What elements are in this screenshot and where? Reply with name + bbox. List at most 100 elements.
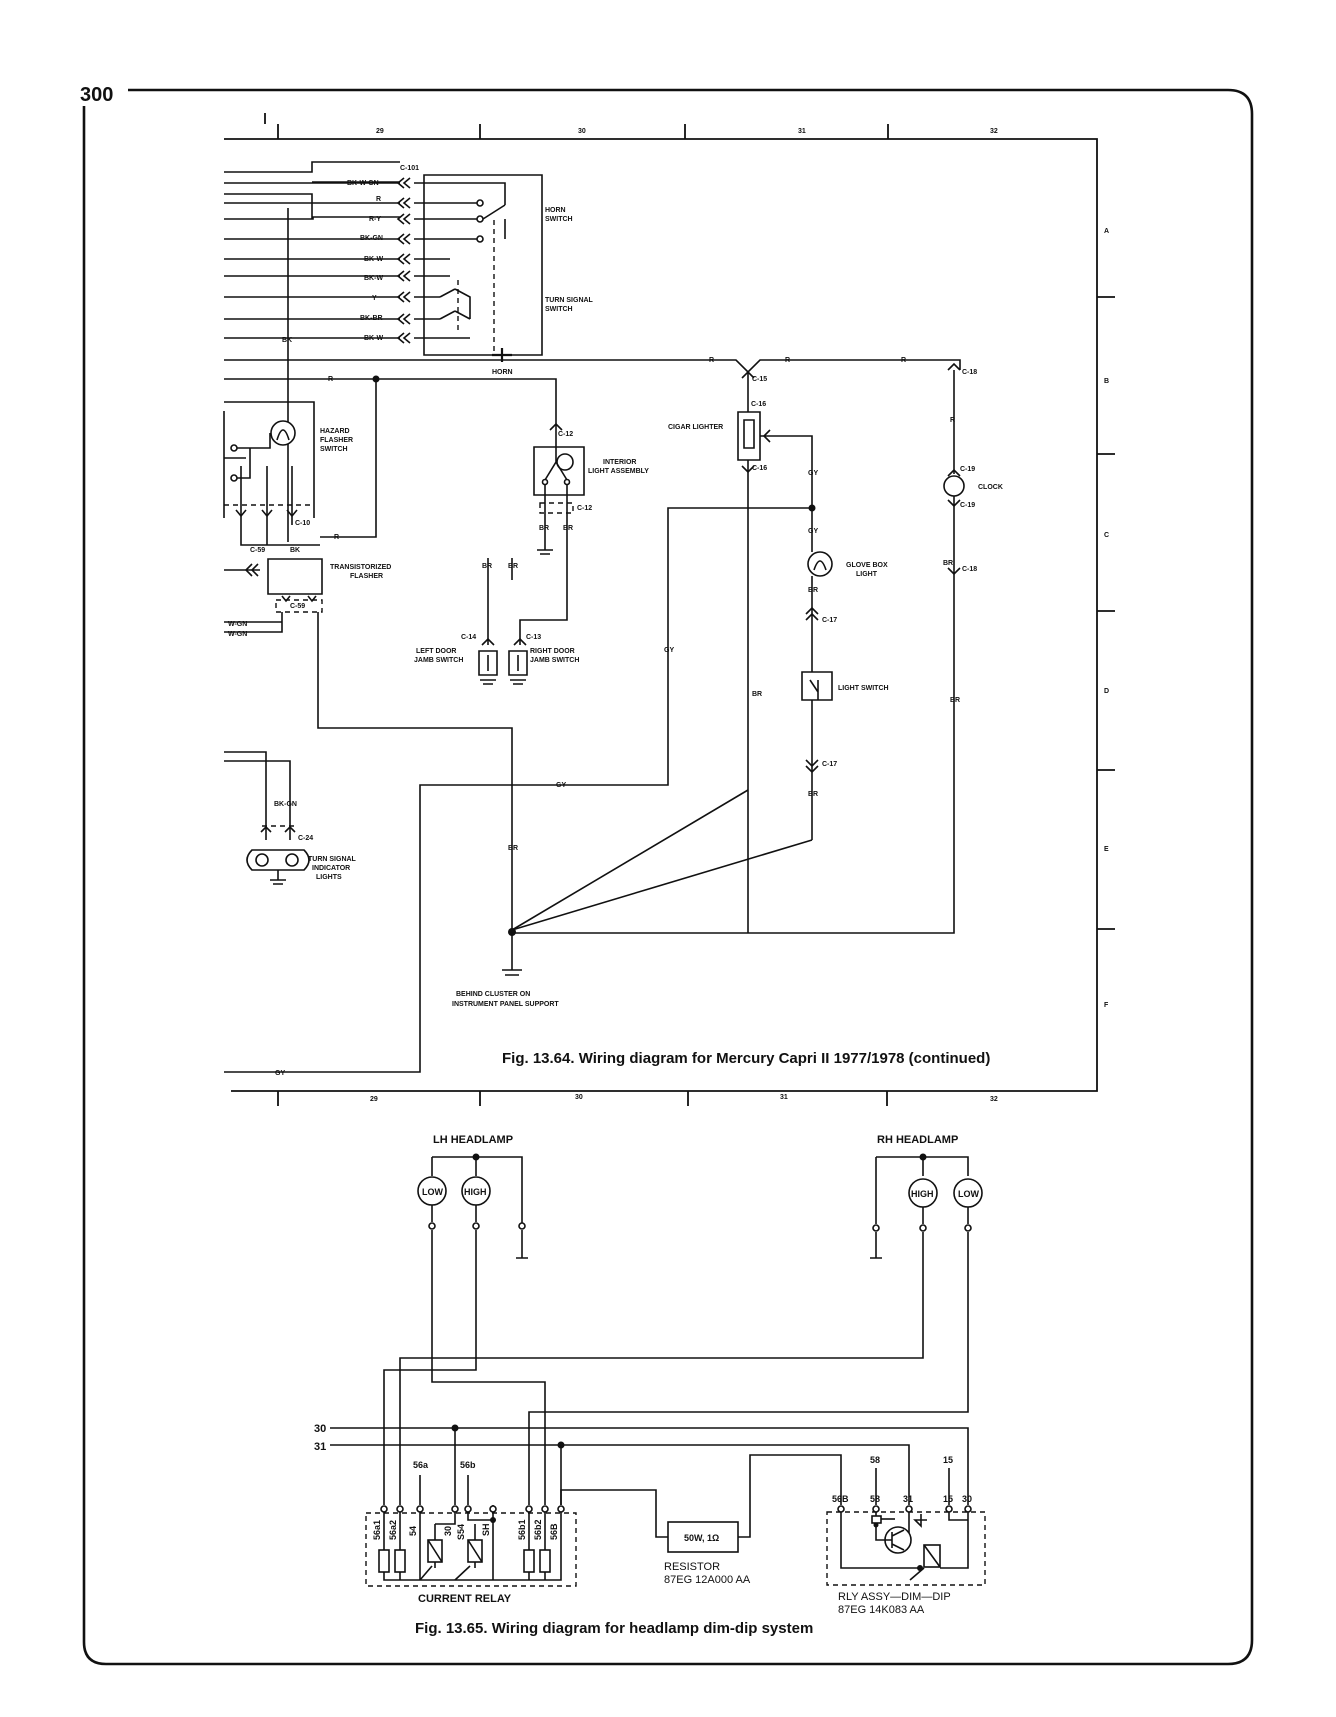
wire-wgn-2: W-GN xyxy=(228,631,247,638)
col-29-bottom: 29 xyxy=(370,1096,378,1103)
wire-bk-left: BK xyxy=(282,337,292,344)
relay-terminals xyxy=(380,1505,565,1513)
indicator-label-1: TURN SIGNAL xyxy=(308,856,357,863)
pin-56a2: 56a2 xyxy=(388,1520,398,1540)
wire-br-int-1: BR xyxy=(539,525,549,532)
connector-c13: C-13 xyxy=(526,634,541,641)
rh-low-label: LOW xyxy=(958,1189,979,1199)
fig-13-64-caption: Fig. 13.64. Wiring diagram for Mercury C… xyxy=(502,1050,990,1067)
wire-r-1: R xyxy=(376,196,381,203)
cigar-lighter: C-15 C-16 C-16 CIGAR LIGHTER GY xyxy=(668,370,818,933)
wire-bkw-2: BK-W xyxy=(364,275,383,282)
glove-box-light: GY GLOVE BOX LIGHT BR C-17 LIGHT SWITCH … xyxy=(511,508,889,931)
pin-56b2: 56b2 xyxy=(533,1519,543,1540)
col-31-top: 31 xyxy=(798,128,806,135)
fig-13-65: LH HEADLAMP LOW HIGH RH HEADLAMP HIGH LO… xyxy=(314,1134,986,1637)
wire-bkw-3: BK-W xyxy=(364,335,383,342)
connector-c101: C-101 xyxy=(400,165,419,172)
connector-c101-chevrons xyxy=(396,177,411,344)
wire-gy-vertical: GY xyxy=(664,647,674,654)
clock: C-18 R C-19 CLOCK C-19 BR C-18 BR xyxy=(512,362,1003,934)
supply-buses: 30 31 xyxy=(314,1423,969,1505)
resistor-label: RESISTOR xyxy=(664,1561,720,1573)
wire-ry: R-Y xyxy=(369,216,381,223)
connector-c15: C-15 xyxy=(752,376,767,383)
col-29-top: 29 xyxy=(376,128,384,135)
pin-54: 54 xyxy=(408,1526,418,1536)
dimdip-15-label: 15 xyxy=(943,1455,953,1465)
dim-dip-relay: 58 15 56B 58 31 15 30 RLY ASSY—D xyxy=(826,1455,986,1616)
page-frame: 300 xyxy=(80,84,1254,1666)
turn-signal-indicator: BK-GN C-24 TURN SIGNAL INDICATOR LIGHTS xyxy=(224,751,357,885)
horn-switch-label-2: SWITCH xyxy=(545,216,573,223)
glove-box-label-1: GLOVE BOX xyxy=(846,562,888,569)
wire-r-bus-1: R xyxy=(709,357,714,364)
main-r-bus: R R R BK R R xyxy=(224,208,961,542)
connector-c59-2: C-59 xyxy=(290,603,305,610)
turn-signal-switch-label-2: SWITCH xyxy=(545,306,573,313)
connector-c12-2: C-12 xyxy=(577,505,592,512)
relay-56a-label: 56a xyxy=(413,1460,429,1470)
connector-c16-2: C-16 xyxy=(752,465,767,472)
wire-r-bus-2: R xyxy=(785,357,790,364)
clock-label: CLOCK xyxy=(978,484,1003,491)
pin-56b: 56B xyxy=(549,1523,559,1540)
connector-c18-1: C-18 xyxy=(962,369,977,376)
relay-pin-labels: 56a1 56a2 54 30 S54 SH 56b1 56b2 56B xyxy=(372,1519,559,1540)
wire-br-glove: BR xyxy=(808,587,818,594)
indicator-label-2: INDICATOR xyxy=(312,865,350,872)
interior-light-assembly: C-12 C-12 BR BR INTERIOR LIGHT ASSEMBLY xyxy=(519,422,649,645)
row-a: A xyxy=(1104,228,1109,235)
dimdip-pin-58: 58 xyxy=(870,1494,880,1504)
lh-low-label: LOW xyxy=(422,1187,443,1197)
indicator-label-3: LIGHTS xyxy=(316,874,342,881)
horn-label: HORN xyxy=(492,369,513,376)
wire-y: Y xyxy=(372,295,377,302)
pin-56a1: 56a1 xyxy=(372,1520,382,1540)
left-door-label-1: LEFT DOOR xyxy=(416,648,456,655)
resistor-value: 50W, 1Ω xyxy=(684,1533,719,1543)
row-b: B xyxy=(1104,378,1109,385)
steering-column-harness: C-101 BK-W-GN R R-Y BK-GN BK-W BK-W Y BK… xyxy=(224,161,594,376)
wire-bk-hazard: BK xyxy=(290,547,300,554)
dimdip-label: RLY ASSY—DIM—DIP xyxy=(838,1591,951,1603)
lh-high-label: HIGH xyxy=(464,1187,487,1197)
wire-r-flasher: R xyxy=(334,534,339,541)
wire-bkgn: BK-GN xyxy=(360,235,383,242)
wire-gy-bottom: GY xyxy=(275,1070,285,1077)
bus-31-label: 31 xyxy=(314,1441,326,1453)
wire-gy-cigar: GY xyxy=(808,470,818,477)
interior-label-2: LIGHT ASSEMBLY xyxy=(588,468,649,475)
current-relay-label: CURRENT RELAY xyxy=(418,1593,512,1605)
relay-56b-label: 56b xyxy=(460,1460,476,1470)
col-30-bottom: 30 xyxy=(575,1094,583,1101)
door-jamb-switches: BR BR C-14 C-13 LEFT DOOR JAMB SWITCH RI… xyxy=(414,558,579,685)
connector-c19-2: C-19 xyxy=(960,502,975,509)
dimdip-part: 87EG 14K083 AA xyxy=(838,1604,925,1616)
clock-icon xyxy=(943,475,965,497)
ground-junction: BR BR BEHIND CLUSTER ON INSTRUMENT PANEL… xyxy=(452,691,762,1008)
left-door-label-2: JAMB SWITCH xyxy=(414,657,463,664)
light-switch-label: LIGHT SWITCH xyxy=(838,685,889,692)
hazard-lamp-icon xyxy=(270,420,296,446)
interior-label-1: INTERIOR xyxy=(603,459,636,466)
connector-c18-2: C-18 xyxy=(962,566,977,573)
dimdip-pin-31: 31 xyxy=(903,1494,913,1504)
wire-r-clock: R xyxy=(950,417,955,424)
wire-br-door-2: BR xyxy=(508,563,518,570)
fig-13-64: 29 30 31 32 29 30 31 32 A B C D E F C-10… xyxy=(223,113,1115,1106)
col-32-bottom: 32 xyxy=(990,1096,998,1103)
rh-high-label: HIGH xyxy=(911,1189,934,1199)
row-c: C xyxy=(1104,532,1109,539)
wire-gy-horizontal: GY xyxy=(556,782,566,789)
dimdip-58-label: 58 xyxy=(870,1455,880,1465)
ground-label-2: INSTRUMENT PANEL SUPPORT xyxy=(452,1001,559,1008)
right-door-label-1: RIGHT DOOR xyxy=(530,648,575,655)
connector-c10: C-10 xyxy=(295,520,310,527)
right-door-label-2: JAMB SWITCH xyxy=(530,657,579,664)
pin-sh: SH xyxy=(481,1523,491,1536)
flasher-label-1: TRANSISTORIZED xyxy=(330,564,391,571)
connector-c17-2: C-17 xyxy=(822,761,837,768)
wire-bkwgn: BK-W-GN xyxy=(347,180,379,187)
